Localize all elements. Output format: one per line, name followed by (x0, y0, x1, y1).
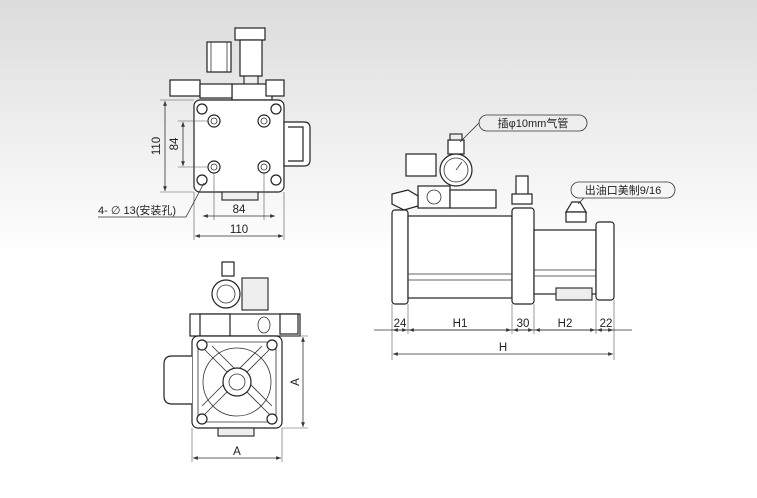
front-dim-horz: A (233, 446, 241, 458)
air-note: 插φ10mm气管 (498, 116, 569, 130)
side-view-oil-fitting (511, 175, 588, 223)
hole-note: 4- ∅ 13(安装孔) (98, 203, 176, 217)
oil-note: 出油口美制9/16 (585, 183, 661, 197)
top-dim-vert-outer: 110 (151, 137, 163, 155)
side-view-oil-cylinder (533, 229, 597, 295)
side-dim-h1: H1 (453, 318, 468, 330)
side-view-regulator (391, 133, 497, 211)
top-view-regulator (169, 27, 285, 101)
top-view: 110 84 84 110 4- ∅ 13(安装孔) (98, 27, 311, 240)
side-dim-22: 22 (600, 318, 613, 330)
side-view-endcap-left (391, 209, 409, 305)
side-dim-total: H (499, 342, 507, 354)
side-view-center-block (511, 207, 535, 305)
front-view: A A (163, 261, 308, 462)
front-view-handle (163, 355, 192, 405)
side-dim-24: 24 (394, 318, 407, 330)
top-dim-vert-inner: 84 (169, 137, 181, 150)
side-view-cylinder (407, 215, 513, 299)
top-view-mount-holes (196, 103, 282, 186)
side-view: 插φ10mm气管 出油口美制9/16 24 H1 30 H2 22 H (374, 114, 676, 360)
top-view-body (193, 99, 285, 193)
front-view-bolts (196, 339, 278, 425)
side-view-endcap-right (595, 221, 615, 301)
top-dim-horz-outer: 110 (230, 224, 248, 236)
side-dim-h2: H2 (558, 318, 573, 330)
front-dim-vert: A (290, 378, 302, 386)
top-view-handle (283, 121, 311, 167)
front-view-fan (201, 345, 273, 417)
side-dim-30: 30 (517, 318, 530, 330)
top-dim-horz-inner: 84 (233, 204, 246, 216)
